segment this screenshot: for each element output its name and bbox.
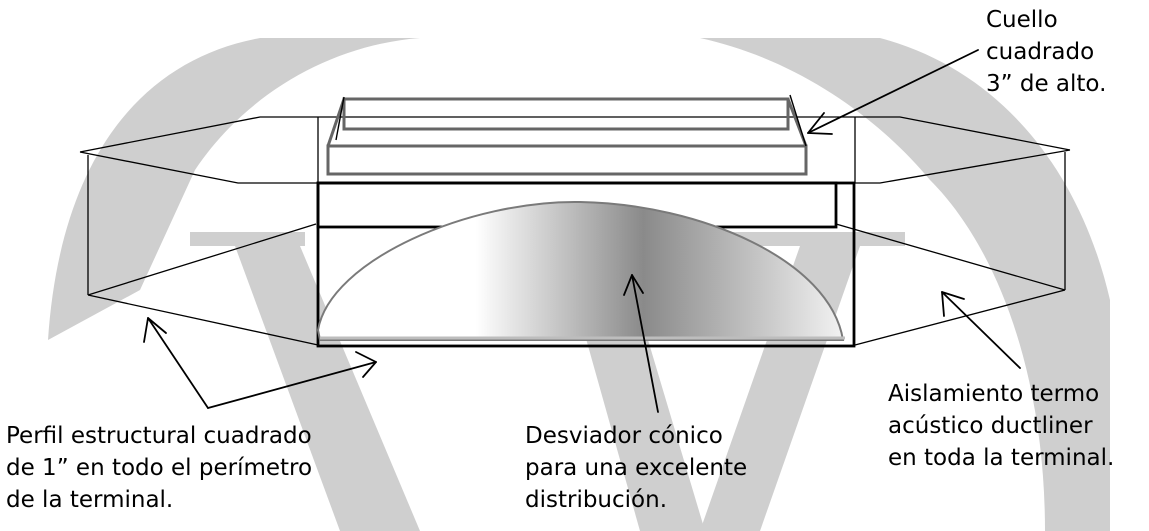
label-perfil-line-1: Perfil estructural cuadrado <box>6 423 312 449</box>
label-perfil: Perfil estructural cuadrado de 1” en tod… <box>6 420 312 516</box>
arrowhead-desviador <box>623 274 644 296</box>
arrowhead-cuello <box>807 112 833 135</box>
arrowhead-perfil-left <box>143 317 167 343</box>
pointer-arrows <box>143 49 1021 413</box>
label-desviador-line-1: Desviador cónico <box>525 423 723 449</box>
arrow-desviador <box>631 274 659 413</box>
label-cuello-line-2: cuadrado <box>986 39 1095 65</box>
square-neck <box>326 97 808 176</box>
neck-detail <box>335 94 807 147</box>
label-cuello: Cuello cuadrado 3” de alto. <box>986 4 1106 100</box>
diffuser-frame <box>79 116 1071 346</box>
label-cuello-line-3: 3” de alto. <box>986 71 1107 97</box>
arrowhead-perfil-right <box>355 351 377 378</box>
arrow-cuello <box>807 49 979 134</box>
arrowhead-aislamiento <box>941 291 965 317</box>
conical-deflector <box>316 200 845 341</box>
arrow-aislamiento <box>941 291 1021 369</box>
label-aislamiento-line-1: Aislamiento termo <box>888 381 1100 407</box>
label-perfil-line-2: de 1” en todo el perímetro <box>6 455 313 481</box>
arrow-perfil-right <box>207 361 377 409</box>
label-desviador-line-3: distribución. <box>525 487 668 513</box>
label-perfil-line-3: de la terminal. <box>6 487 174 513</box>
label-desviador: Desviador cónico para una excelente dist… <box>525 420 747 516</box>
label-aislamiento: Aislamiento termo acústico ductliner en … <box>888 378 1114 474</box>
arrow-perfil-left <box>147 317 209 409</box>
label-desviador-line-2: para una excelente <box>525 455 748 481</box>
label-cuello-line-1: Cuello <box>986 7 1058 33</box>
label-aislamiento-line-3: en toda la terminal. <box>888 445 1115 471</box>
label-aislamiento-line-2: acústico ductliner <box>888 413 1093 439</box>
